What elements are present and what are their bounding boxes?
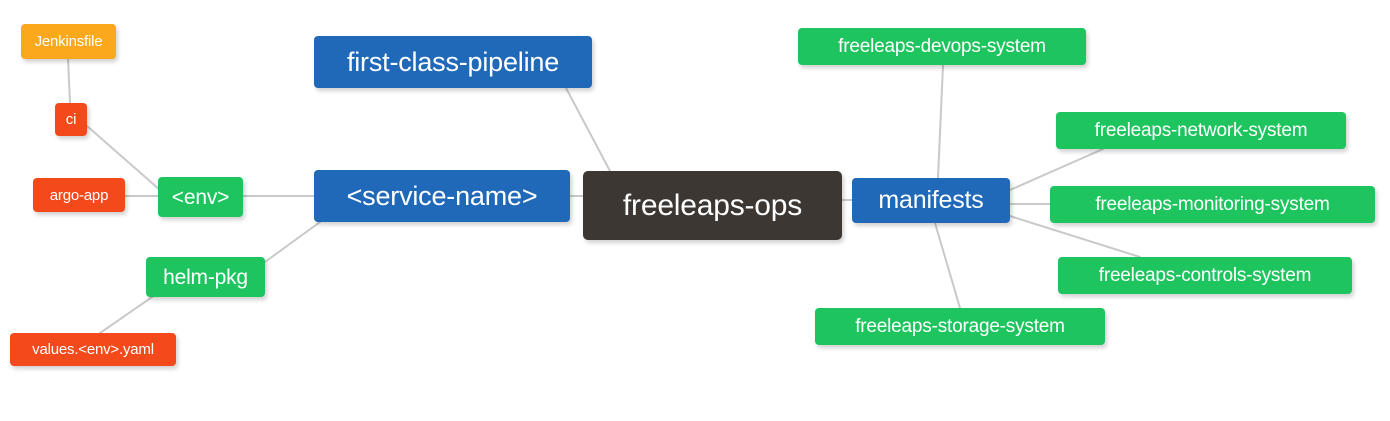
node-argo-app[interactable]: argo-app (33, 178, 125, 212)
node-values-yaml[interactable]: values.<env>.yaml (10, 333, 176, 366)
edge-jenkinsfile-to-ci (67, 58, 71, 104)
node-freeleaps-ops[interactable]: freeleaps-ops (583, 171, 842, 240)
node-manifests[interactable]: manifests (852, 178, 1010, 223)
node-first-class-pipeline[interactable]: first-class-pipeline (314, 36, 592, 88)
node-service-name[interactable]: <service-name> (314, 170, 570, 222)
edge-first-class-pipeline-to-freeleaps-ops (565, 87, 611, 172)
node-freeleaps-controls-system[interactable]: freeleaps-controls-system (1058, 257, 1352, 294)
node-freeleaps-network-system[interactable]: freeleaps-network-system (1056, 112, 1346, 149)
edge-service-name-to-helm-pkg (264, 221, 321, 263)
edge-manifests-to-freeleaps-network-system (1009, 148, 1104, 191)
node-ci[interactable]: ci (55, 103, 87, 136)
node-env[interactable]: <env> (158, 177, 243, 217)
node-freeleaps-devops-system[interactable]: freeleaps-devops-system (798, 28, 1086, 65)
node-jenkinsfile[interactable]: Jenkinsfile (21, 24, 116, 59)
node-helm-pkg[interactable]: helm-pkg (146, 257, 265, 297)
node-freeleaps-monitoring-system[interactable]: freeleaps-monitoring-system (1050, 186, 1375, 223)
node-freeleaps-storage-system[interactable]: freeleaps-storage-system (815, 308, 1105, 345)
edge-manifests-to-freeleaps-devops-system (937, 64, 944, 179)
edge-helm-pkg-to-values-yaml (99, 294, 156, 334)
edge-manifests-to-freeleaps-storage-system (934, 222, 961, 309)
